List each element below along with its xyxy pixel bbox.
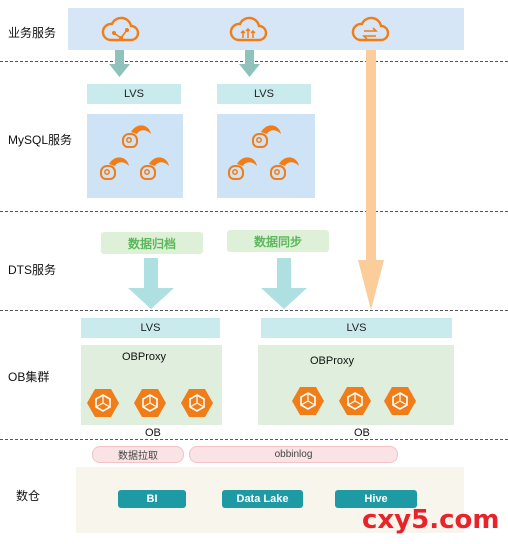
- hive-item: Hive: [335, 490, 417, 508]
- data-lake-item: Data Lake: [222, 490, 303, 508]
- cloud-branch-icon: [101, 16, 140, 42]
- cloud-upload-icon: [229, 16, 268, 42]
- ob-node-icon: [86, 388, 120, 418]
- obproxy-label-1: OBProxy: [122, 351, 167, 363]
- arrow-dts-sync: [261, 258, 307, 309]
- bi-item: BI: [118, 490, 186, 508]
- arrow-business-to-lvs-1: [109, 50, 130, 77]
- separator-2: [0, 211, 508, 212]
- dts-archive-tag: 数据归档: [101, 232, 203, 254]
- separator-3: [0, 310, 508, 311]
- row-label-business: 业务服务: [8, 26, 57, 40]
- arrow-business-to-ob: [358, 50, 384, 310]
- ob-node-icon: [133, 388, 167, 418]
- mysql-lvs-1: LVS: [87, 84, 181, 104]
- ob-node-icon: [180, 388, 214, 418]
- cloud-sync-icon: [351, 16, 390, 42]
- row-label-mysql: MySQL服务: [8, 133, 73, 147]
- dts-sync-tag: 数据同步: [227, 230, 329, 252]
- ob-label-2: OB: [354, 427, 370, 439]
- mysql-lvs-2: LVS: [217, 84, 311, 104]
- obproxy-label-2: OBProxy: [310, 355, 355, 367]
- data-pull-pill: 数据拉取: [92, 446, 184, 463]
- separator-4: [0, 439, 508, 440]
- ob-node-icon: [383, 386, 417, 416]
- ob-lvs-1: LVS: [81, 318, 220, 338]
- watermark: cxy5.com: [362, 505, 500, 535]
- arrow-dts-archive: [128, 258, 174, 309]
- ob-node-icon: [291, 386, 325, 416]
- ob-label-1: OB: [145, 427, 161, 439]
- obbinlog-pill: obbinlog: [189, 446, 398, 463]
- row-label-warehouse: 数仓: [16, 489, 41, 503]
- row-label-ob: OB集群: [8, 370, 50, 384]
- row-label-dts: DTS服务: [8, 263, 57, 277]
- arrow-business-to-lvs-2: [239, 50, 260, 77]
- ob-lvs-2: LVS: [261, 318, 452, 338]
- ob-node-icon: [338, 386, 372, 416]
